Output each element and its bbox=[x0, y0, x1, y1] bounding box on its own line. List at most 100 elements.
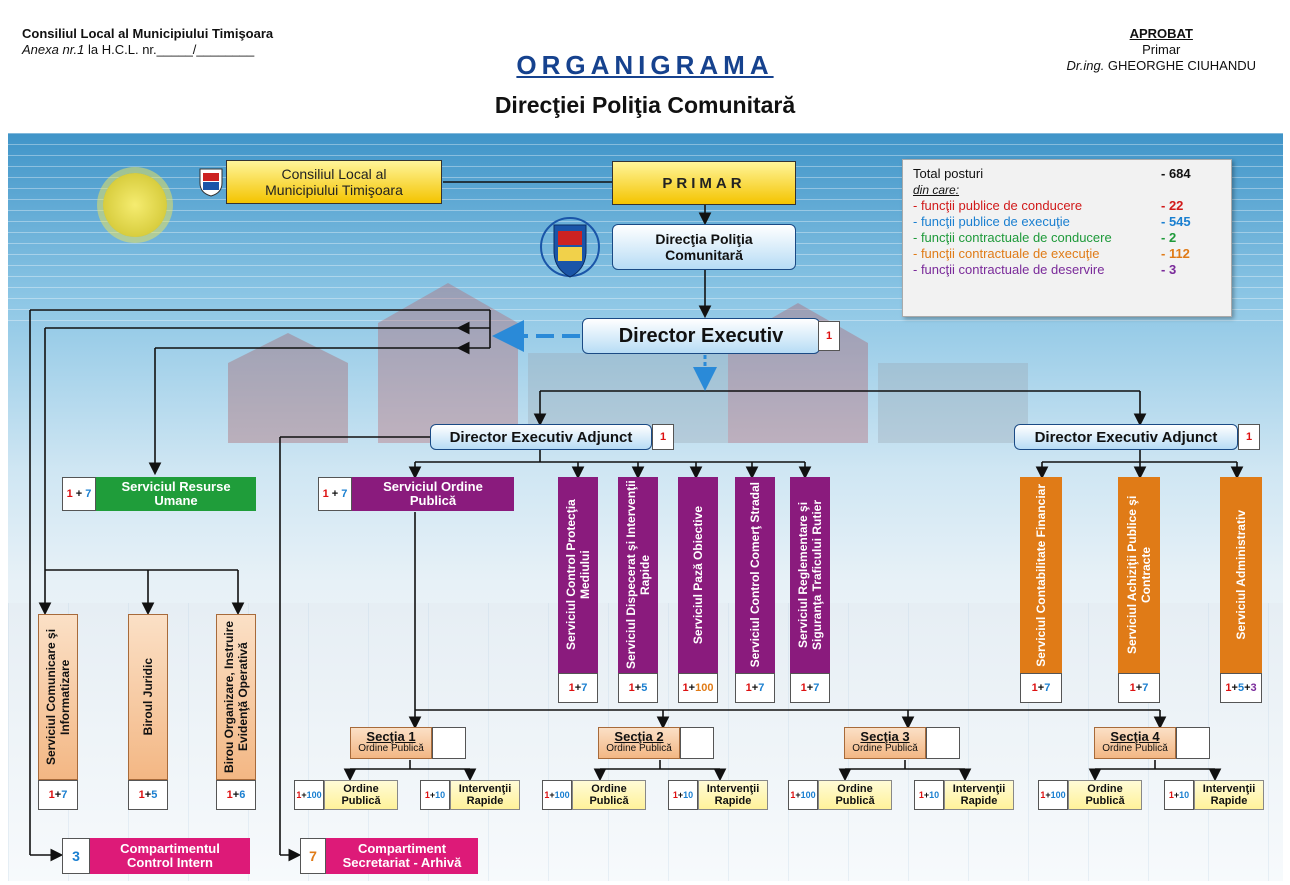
mayor-label: PRIMAR bbox=[662, 174, 746, 192]
section-count-blank bbox=[432, 727, 466, 759]
council-box: Consiliul Local al Municipiului Timişoar… bbox=[226, 160, 442, 204]
legend-row: - funcţii contractuale de execuţie- 112 bbox=[913, 246, 1221, 262]
section-ir-label: Intervenţii Rapide bbox=[458, 783, 512, 807]
section-title: Secţia 4 bbox=[1110, 729, 1160, 744]
count-o: 100 bbox=[695, 682, 714, 694]
hcl-number: la H.C.L. nr._____/________ bbox=[84, 42, 255, 57]
section-op-box: Ordine Publică bbox=[324, 780, 398, 810]
count-red: 1 bbox=[825, 330, 833, 342]
section-count-blank bbox=[680, 727, 714, 759]
count-b: 10 bbox=[1179, 790, 1190, 800]
section-op-count: 1+100 bbox=[294, 780, 324, 810]
right-service-label: Serviciul Achiziţii Publice şi Contracte bbox=[1125, 495, 1153, 655]
count-r: 1 bbox=[1225, 682, 1232, 694]
approved-label: APROBAT bbox=[1129, 26, 1193, 41]
vertical-service-label: Serviciul Pază Obiective bbox=[691, 505, 705, 645]
vertical-service-box: Serviciul Dispecerat şi Intervenţii Rapi… bbox=[618, 477, 658, 673]
secretariat-count: 7 bbox=[300, 838, 326, 874]
deputy-director-right-count: 1 bbox=[1238, 424, 1260, 450]
left-office-count: 1+6 bbox=[216, 780, 256, 810]
legend-row: - funcţii contractuale de deservire- 3 bbox=[913, 262, 1221, 278]
right-service-box: Serviciul Achiziţii Publice şi Contracte bbox=[1118, 477, 1160, 673]
count-orange: 7 bbox=[309, 848, 317, 864]
secretariat-label: Compartiment Secretariat - Arhivă bbox=[342, 841, 462, 870]
section-ir-label: Intervenţii Rapide bbox=[1202, 783, 1256, 807]
count-red: 1 bbox=[659, 431, 667, 443]
count-r: 1 bbox=[1129, 682, 1136, 694]
hr-service-label: Serviciul Resurse Umane bbox=[121, 479, 231, 508]
vertical-service-label: Serviciul Control Comerţ Stradal bbox=[748, 482, 762, 668]
count-red: 1 bbox=[66, 488, 73, 500]
legend-row-value: - 545 bbox=[1161, 214, 1191, 229]
vertical-service-box: Serviciul Pază Obiective bbox=[678, 477, 718, 673]
left-office-count: 1+5 bbox=[128, 780, 168, 810]
section-title: Secţia 3 bbox=[860, 729, 910, 744]
count-red: 1 bbox=[322, 488, 329, 500]
legend-row: - funcţii publice de conducere- 22 bbox=[913, 198, 1221, 214]
count-b: 6 bbox=[239, 789, 246, 801]
total-value: - 684 bbox=[1161, 166, 1191, 181]
count-r: 1 bbox=[1031, 682, 1038, 694]
annex-line: Anexa nr.1 la H.C.L. nr._____/________ bbox=[22, 42, 273, 58]
left-office-label: Biroul Juridic bbox=[141, 658, 155, 736]
left-office-box: Serviciul Comunicare şi Informatizare bbox=[38, 614, 78, 780]
legend-row-value: - 22 bbox=[1161, 198, 1184, 213]
count-blue: 7 bbox=[85, 488, 92, 500]
approver-title: Dr.ing. bbox=[1066, 58, 1105, 73]
count-b: 7 bbox=[758, 682, 765, 694]
right-service-label: Serviciul Contabilitate Financiar bbox=[1034, 483, 1048, 667]
section-ir-box: Intervenţii Rapide bbox=[944, 780, 1014, 810]
public-order-count: 1 + 7 bbox=[318, 477, 352, 511]
hr-service-box: Serviciul Resurse Umane bbox=[96, 477, 256, 511]
vertical-service-box: Serviciul Control Comerţ Stradal bbox=[735, 477, 775, 673]
section-ir-box: Intervenţii Rapide bbox=[698, 780, 768, 810]
legend-row: - funcţii publice de execuţie- 545 bbox=[913, 214, 1221, 230]
section-title: Secţia 1 bbox=[366, 729, 416, 744]
count-b: 100 bbox=[800, 790, 816, 800]
right-service-box: Serviciul Administrativ bbox=[1220, 477, 1262, 673]
count-b: 7 bbox=[1142, 682, 1149, 694]
section-op-label: Ordine Publică bbox=[589, 783, 629, 807]
count-b: 100 bbox=[306, 790, 322, 800]
vertical-service-count: 1+100 bbox=[678, 673, 718, 703]
executive-director-count: 1 bbox=[818, 321, 840, 351]
count-r: 1 bbox=[138, 789, 145, 801]
section-ir-label: Intervenţii Rapide bbox=[952, 783, 1006, 807]
count-r: 1 bbox=[544, 790, 550, 800]
directorate-label: Direcţia Poliţia Comunitară bbox=[655, 231, 753, 263]
count-r: 1 bbox=[226, 789, 233, 801]
legend-row-value: - 2 bbox=[1161, 230, 1177, 245]
section-subtitle: Ordine Publică bbox=[1102, 743, 1168, 754]
section-count-blank bbox=[1176, 727, 1210, 759]
vertical-service-box: Serviciul Reglementare şi Siguranţa Traf… bbox=[790, 477, 830, 673]
annex-number: Anexa nr.1 bbox=[22, 42, 85, 57]
count-r: 1 bbox=[1168, 790, 1174, 800]
deputy-director-right-label: Director Executiv Adjunct bbox=[1034, 428, 1218, 446]
count-r: 1 bbox=[800, 682, 807, 694]
count-r: 1 bbox=[628, 682, 635, 694]
secretariat-box: Compartiment Secretariat - Arhivă bbox=[326, 838, 478, 874]
section-ir-label: Intervenţii Rapide bbox=[706, 783, 760, 807]
count-b: 100 bbox=[1050, 790, 1066, 800]
count-b: 7 bbox=[61, 789, 68, 801]
section-op-label: Ordine Publică bbox=[1085, 783, 1125, 807]
count-b: 7 bbox=[813, 682, 820, 694]
legend-row: - funcţii contractuale de conducere- 2 bbox=[913, 230, 1221, 246]
vertical-service-label: Serviciul Reglementare şi Siguranţa Traf… bbox=[796, 499, 824, 651]
count-r: 1 bbox=[48, 789, 55, 801]
count-b: 5 bbox=[151, 789, 158, 801]
count-r: 1 bbox=[790, 790, 796, 800]
legend-row-label: - funcţii contractuale de deservire bbox=[913, 262, 1105, 277]
council-name: Consiliul Local al Municipiului Timişoar… bbox=[22, 26, 274, 41]
vertical-service-label: Serviciul Dispecerat şi Intervenţii Rapi… bbox=[624, 480, 652, 670]
mayor-box: PRIMAR bbox=[612, 161, 796, 205]
legend: Total posturi- 684 din care: - funcţii p… bbox=[902, 159, 1232, 317]
section-subtitle: Ordine Publică bbox=[358, 743, 424, 754]
deputy-director-left-box: Director Executiv Adjunct bbox=[430, 424, 652, 450]
deputy-director-right-box: Director Executiv Adjunct bbox=[1014, 424, 1238, 450]
vertical-service-count: 1+7 bbox=[558, 673, 598, 703]
